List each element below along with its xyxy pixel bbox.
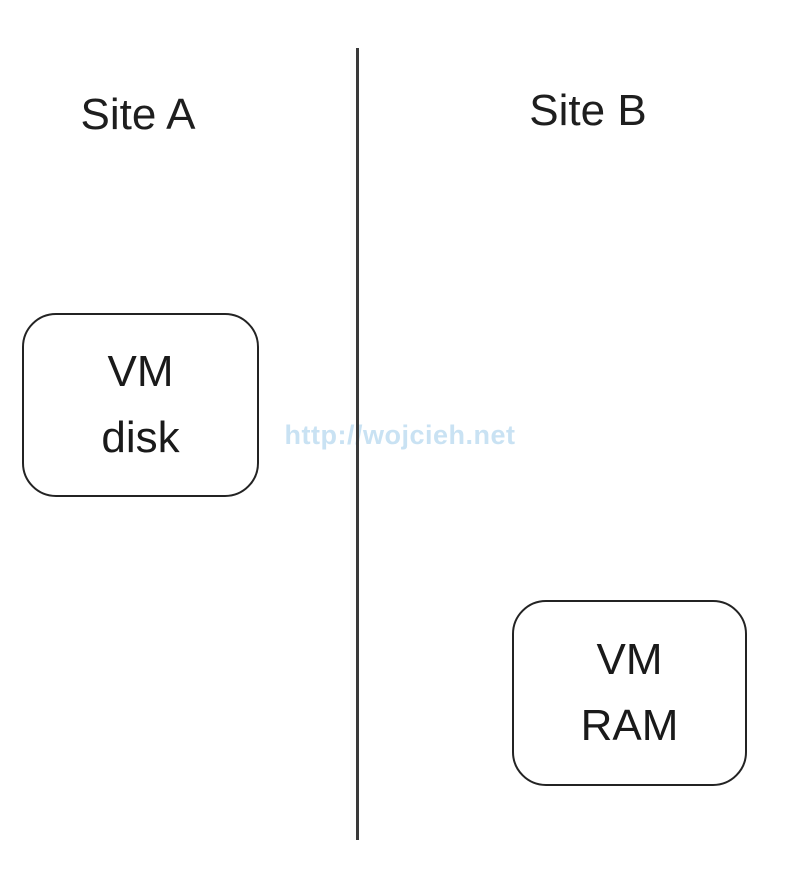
vm-disk-box-line1: VM — [107, 347, 174, 396]
vm-disk-box: VM disk — [22, 313, 259, 497]
vm-ram-box-line2: RAM — [580, 701, 679, 750]
watermark-url: http://wojcieh.net — [284, 420, 516, 450]
vm-ram-box-line1: VM — [596, 635, 663, 684]
vm-disk-box-line2: disk — [101, 413, 180, 462]
site-divider-line — [356, 48, 359, 840]
site-b-label: Site B — [529, 86, 647, 135]
site-a-label: Site A — [80, 90, 196, 139]
vm-ram-box: VM RAM — [512, 600, 747, 786]
